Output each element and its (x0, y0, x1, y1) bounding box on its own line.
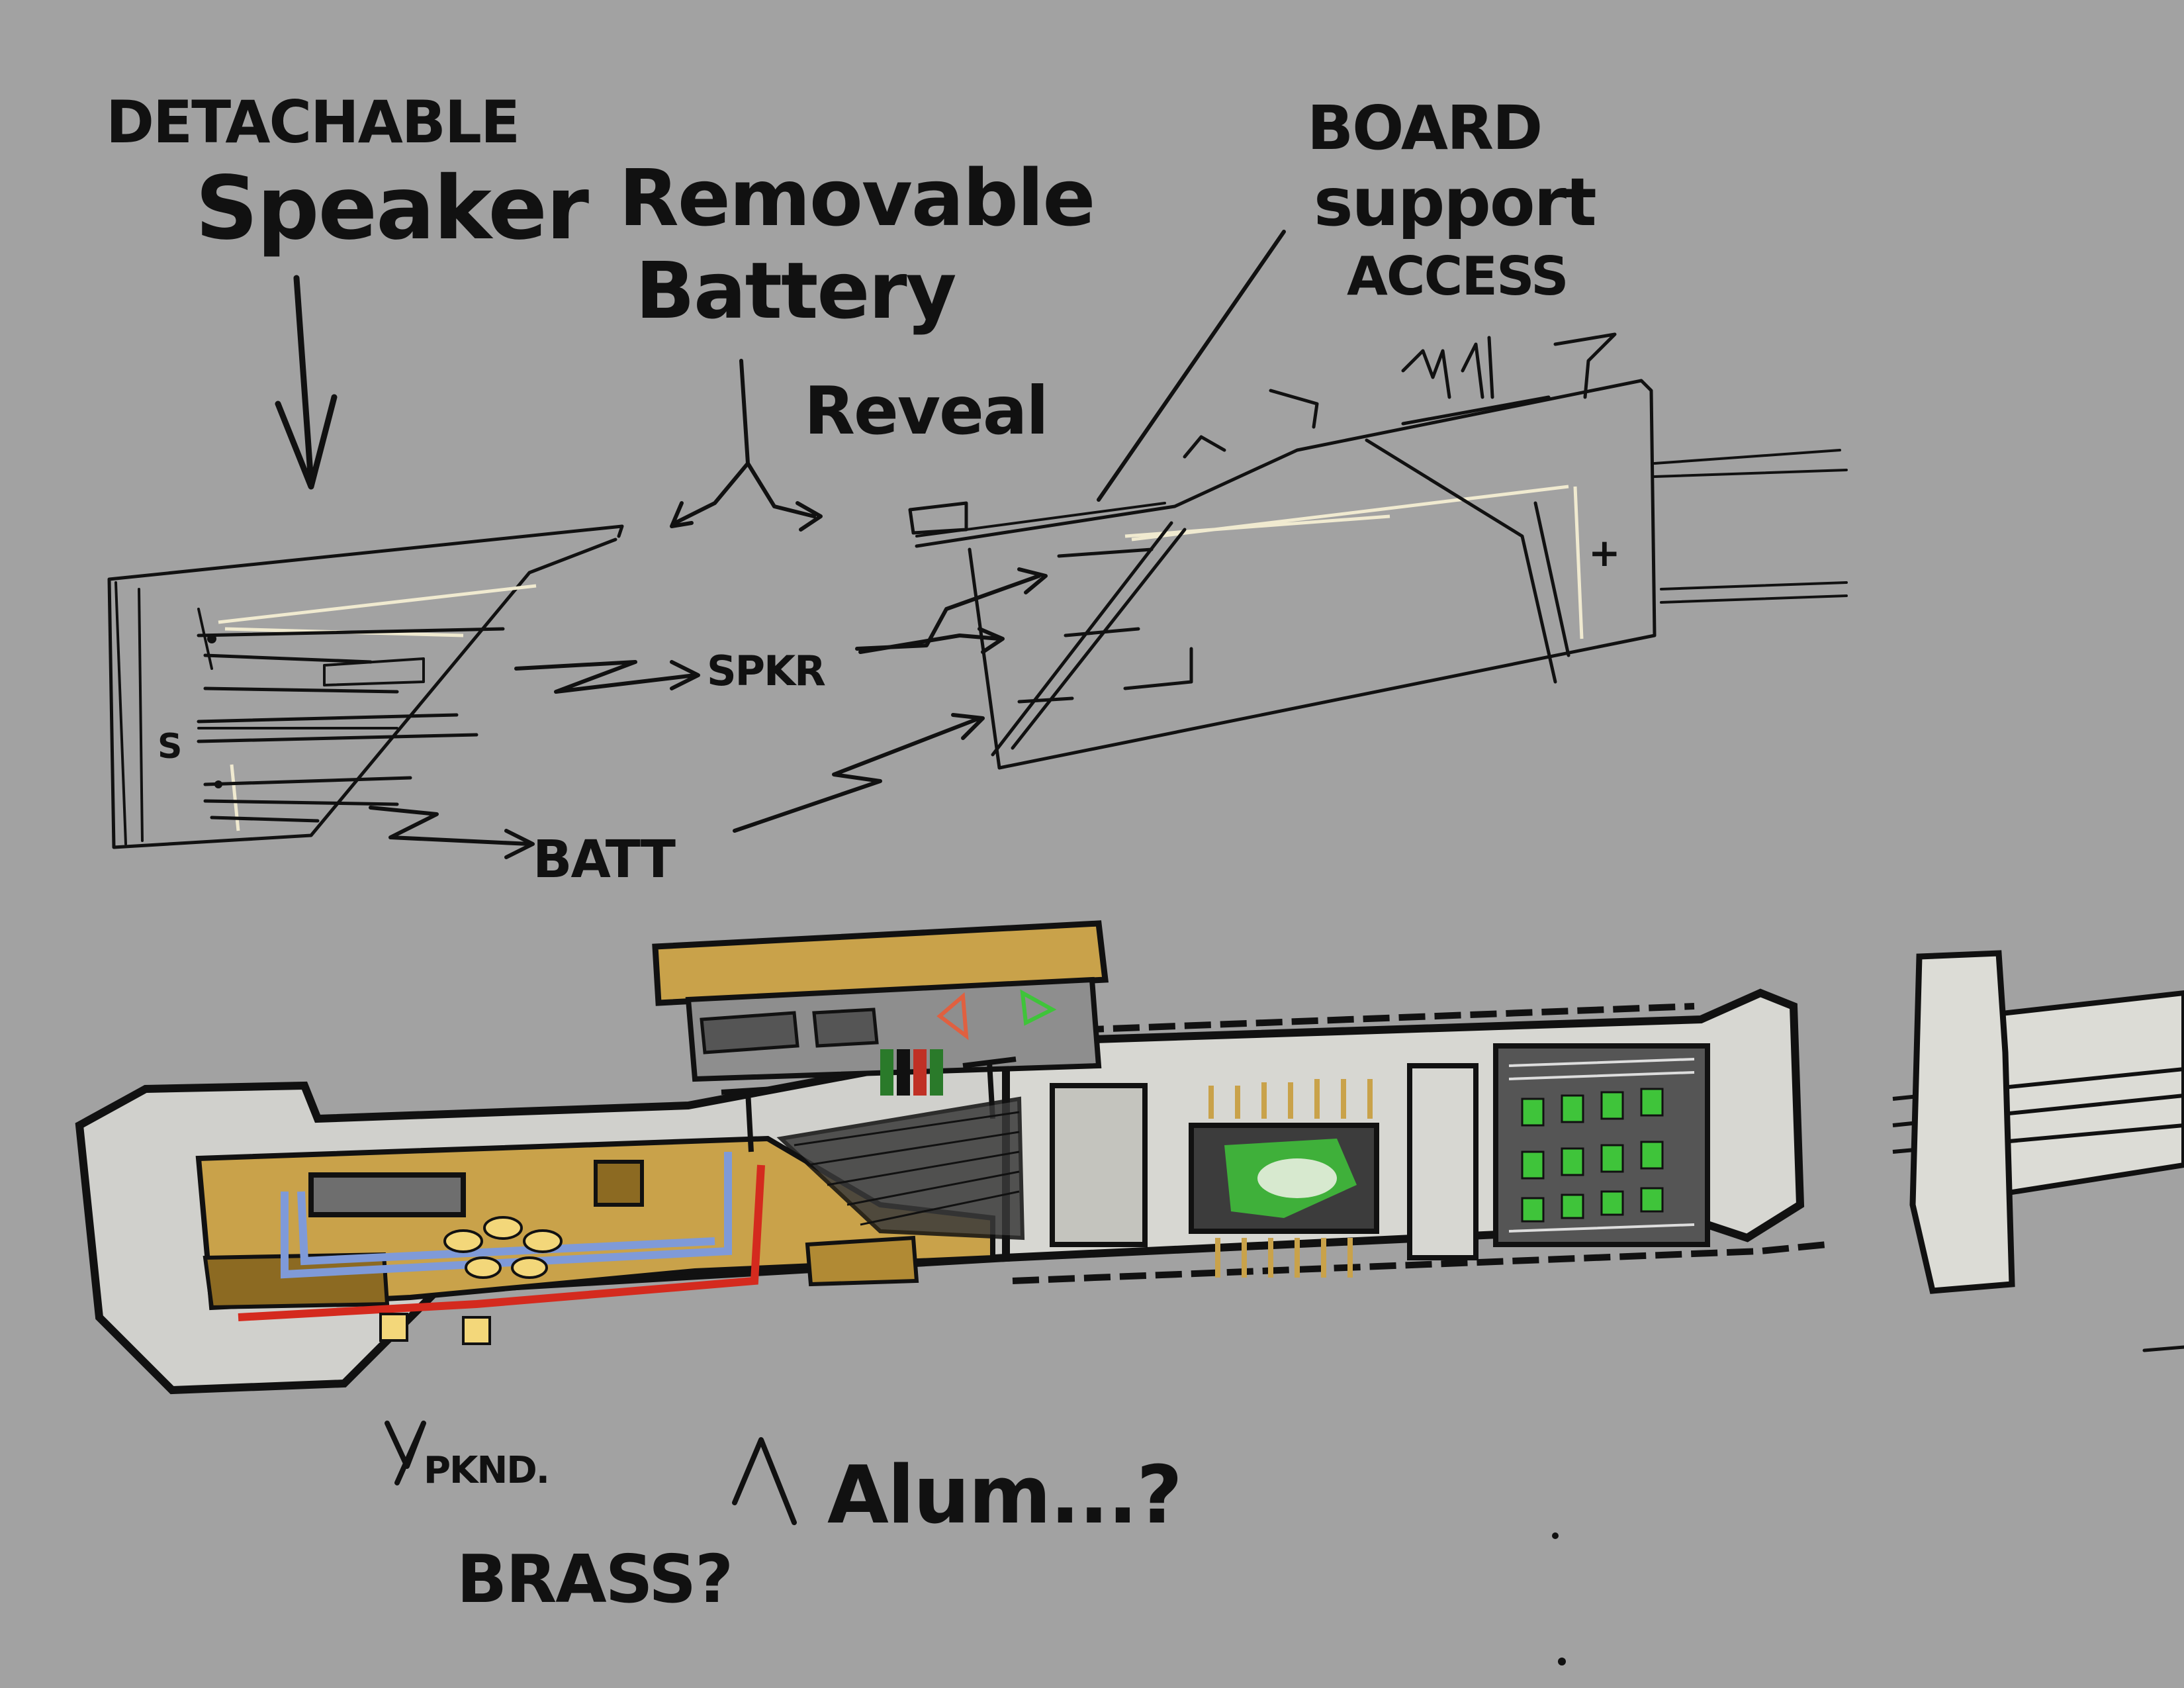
stray-mark (1558, 1658, 1566, 1665)
brass-label: BRASS? (457, 1540, 732, 1618)
stray-stroke (2142, 1345, 2184, 1352)
batt-arrow (369, 806, 535, 859)
battery-label: Battery (635, 245, 956, 336)
aluminum-outer-shell (1005, 1003, 1827, 1284)
chip-pins-bottom (1215, 1238, 1353, 1278)
board-label: BOARD (1307, 93, 1541, 164)
solder-pads (379, 1216, 563, 1345)
spkr-label: SPKR (707, 647, 825, 695)
alum-label: Alum...? (827, 1450, 1181, 1542)
board-support-leader-line (1097, 230, 1286, 502)
saber-cutaway-illustration (75, 920, 2184, 1395)
batt-label: BATT (533, 830, 676, 890)
red-wire (238, 1164, 765, 1321)
mount-screws (721, 1056, 1017, 1152)
stray-mark (1552, 1532, 1559, 1539)
switch-wires (880, 1049, 943, 1096)
speaker-battery-module-sketch (107, 524, 624, 849)
alum-caret-arrow (732, 1437, 797, 1525)
divider-block (1407, 1063, 1479, 1260)
emitter-collar (1909, 950, 2015, 1294)
speaker-down-arrow (275, 275, 338, 490)
board-housing-sketch (908, 332, 1848, 770)
chip-grid-leds (1521, 1088, 1664, 1223)
battery-slot (308, 1172, 466, 1217)
module-block (1050, 1083, 1148, 1247)
brass-caret-arrow (385, 1421, 426, 1485)
reveal-label: Reveal (804, 372, 1048, 449)
pknd-label: PKND. (424, 1449, 549, 1492)
board-hatch (794, 1111, 1020, 1226)
access-label: ACCESS (1347, 246, 1568, 307)
spkr-secondary-arrow (858, 627, 1005, 654)
support-label: support (1314, 164, 1596, 241)
plus-terminal-label: + (1588, 530, 1619, 575)
spkr-arrow (514, 660, 700, 694)
red-indicator-icon (936, 992, 969, 1041)
batt-to-housing-arrow (733, 713, 985, 833)
reveal-arrow (670, 359, 823, 532)
green-indicator-icon (1020, 989, 1057, 1026)
switch-slot (594, 1160, 644, 1207)
detachable-label: DETACHABLE (106, 88, 519, 156)
chip-pins-top (1208, 1079, 1373, 1119)
s-terminal-label: S (158, 727, 181, 767)
switch-housing (685, 976, 1102, 1082)
removable-label: Removable (619, 152, 1094, 244)
speaker-label: Speaker (195, 158, 589, 259)
blue-wire (281, 1152, 732, 1279)
